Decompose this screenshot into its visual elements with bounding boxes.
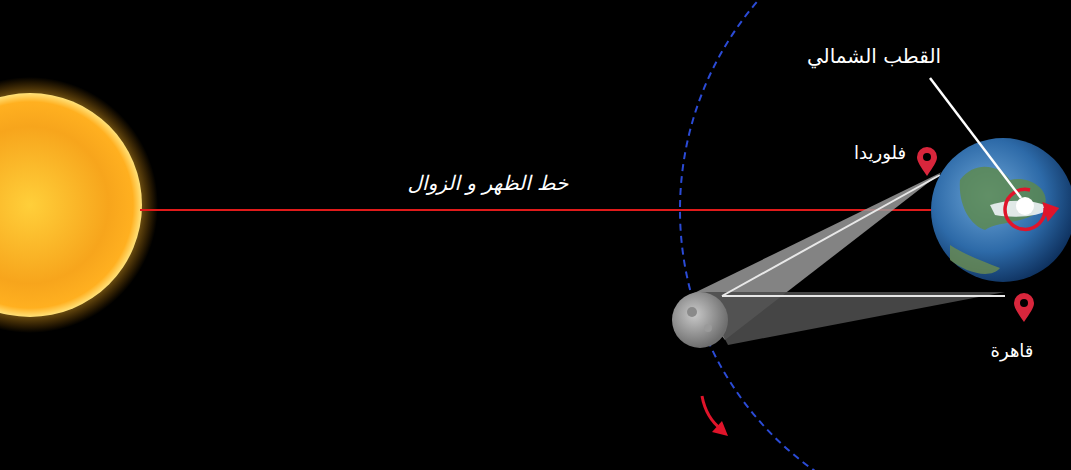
earth xyxy=(931,138,1071,282)
leader-line xyxy=(930,78,1021,198)
moon xyxy=(672,292,728,348)
location-pin xyxy=(1014,293,1034,322)
shadow-edge xyxy=(722,295,1005,297)
north-pole-label: القطب الشمالي xyxy=(807,44,941,68)
place-label: قاهرة xyxy=(991,340,1034,361)
place-label: فلوريدا xyxy=(854,142,906,163)
shadow-cone-cairo xyxy=(700,292,1005,345)
crater xyxy=(704,324,712,332)
north-pole-dot xyxy=(1016,197,1034,215)
moon-orbit xyxy=(680,0,1071,470)
arrow-head xyxy=(712,421,728,436)
rotation-arrow xyxy=(1005,189,1045,229)
noon-line-label: خط الظهر و الزوال xyxy=(408,171,569,195)
crater xyxy=(687,307,697,317)
shadow-edge xyxy=(722,175,940,296)
land xyxy=(960,167,1046,230)
sun xyxy=(0,93,142,317)
land xyxy=(950,245,1000,274)
location-pin xyxy=(917,147,937,176)
arrow-head xyxy=(1036,202,1059,224)
sun-glow xyxy=(0,77,158,333)
noon-line xyxy=(140,209,935,211)
